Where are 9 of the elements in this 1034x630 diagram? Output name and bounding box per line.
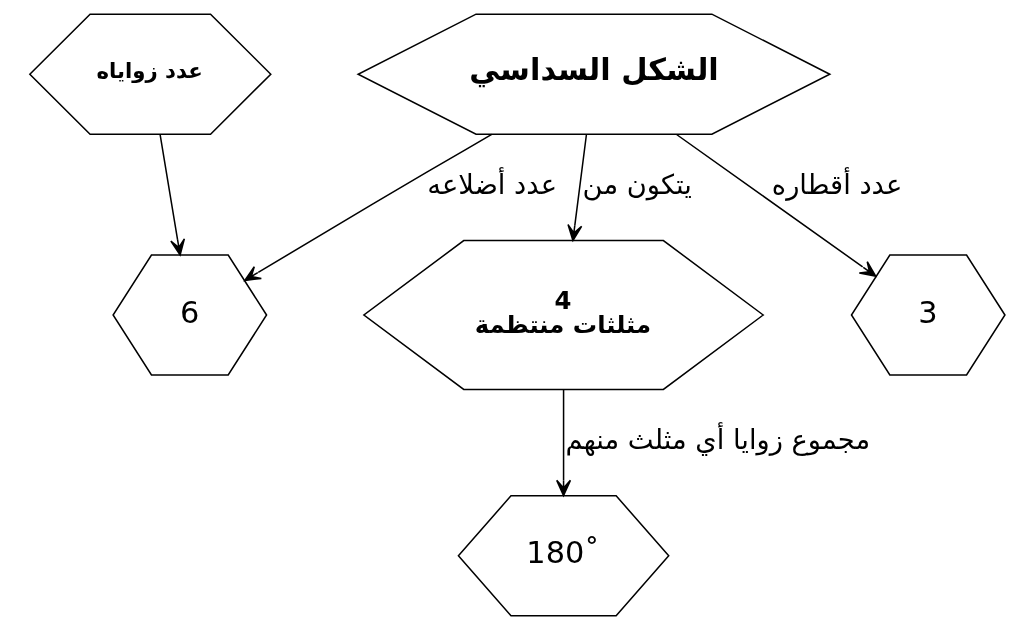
arrow (158, 133, 185, 256)
arrow (555, 389, 571, 497)
arrow (675, 133, 876, 277)
edge-label: يتكون من (582, 169, 692, 201)
edge-label: عدد أقطاره (771, 169, 902, 201)
edge-label: مجموع زوايا أي مثلث منهم (564, 424, 870, 456)
arrow (243, 133, 492, 282)
arrow (566, 133, 587, 242)
edge-label: عدد أضلاعه (426, 169, 557, 201)
